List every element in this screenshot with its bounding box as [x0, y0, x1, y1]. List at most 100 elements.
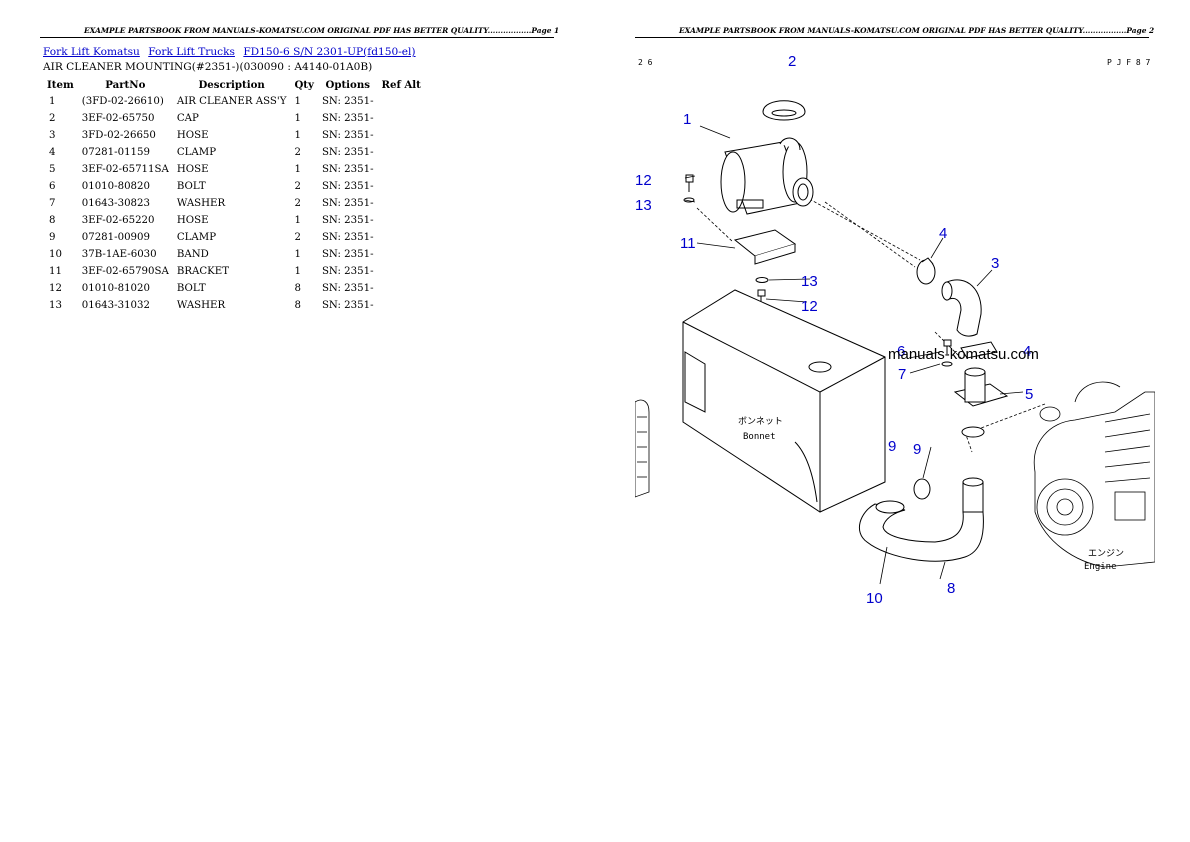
bonnet-part: ボンネット Bonnet — [682, 289, 886, 513]
cell-item: 12 — [49, 283, 62, 294]
cell-refalt — [378, 280, 425, 297]
cell-item: 13 — [49, 300, 62, 311]
cell-options: SN: 2351- — [321, 198, 374, 209]
cell-item: 9 — [49, 232, 56, 243]
cell-qty: 1 — [294, 266, 301, 277]
sheet-code-right: P J F 8 7 — [1107, 58, 1151, 67]
hose-upper-part — [941, 279, 982, 337]
callout-12-mid: 12 — [801, 298, 818, 315]
cell-options: SN: 2351- — [321, 249, 374, 260]
cell-partno: (3FD-02-26610) — [81, 96, 164, 107]
table-row: 2 3EF-02-65750 CAP 1 SN: 2351- — [43, 110, 425, 127]
callout-11: 11 — [680, 235, 696, 252]
col-partno: PartNo — [105, 79, 146, 91]
cell-qty: 2 — [294, 147, 301, 158]
cell-partno: 3FD-02-26650 — [81, 130, 156, 141]
cell-options: SN: 2351- — [321, 147, 374, 158]
clamp-9-upper — [961, 426, 985, 438]
cell-description: BOLT — [176, 283, 206, 294]
hose-mid-part — [953, 341, 1009, 407]
cell-options: SN: 2351- — [321, 300, 374, 311]
cell-item: 7 — [49, 198, 56, 209]
cell-options: SN: 2351- — [321, 96, 374, 107]
cell-options: SN: 2351- — [321, 113, 374, 124]
cell-description: BOLT — [176, 181, 206, 192]
cell-qty: 1 — [294, 130, 301, 141]
callout-7: 7 — [898, 366, 906, 383]
cell-options: SN: 2351- — [321, 266, 374, 277]
col-qty: Qty — [294, 79, 314, 91]
col-refalt: Ref Alt — [381, 79, 421, 91]
cell-qty: 8 — [294, 283, 301, 294]
cell-options: SN: 2351- — [321, 164, 374, 175]
callout-12-top: 12 — [635, 172, 652, 189]
cell-refalt — [378, 297, 425, 314]
breadcrumb-link-model[interactable]: FD150-6 S/N 2301-UP(fd150-el) — [243, 46, 416, 58]
header-rule — [635, 37, 1149, 38]
cell-options: SN: 2351- — [321, 215, 374, 226]
bolt-washer-top — [683, 174, 695, 203]
breadcrumb: Fork Lift Komatsu Fork Lift Trucks FD150… — [43, 46, 421, 58]
col-options: Options — [325, 79, 370, 91]
cell-description: CLAMP — [176, 147, 217, 158]
cell-item: 11 — [49, 266, 62, 277]
cell-refalt — [378, 212, 425, 229]
callout-2: 2 — [788, 53, 796, 70]
section-title: AIR CLEANER MOUNTING(#2351-)(030090 : A4… — [43, 61, 373, 73]
callout-8: 8 — [947, 580, 955, 597]
cell-item: 5 — [49, 164, 56, 175]
engine-part: エンジン Engine — [1033, 381, 1155, 572]
bracket-part — [733, 229, 797, 265]
engine-label-en: Engine — [1084, 562, 1117, 572]
cell-refalt — [378, 195, 425, 212]
clamp-9-lower — [913, 478, 931, 500]
right-page: EXAMPLE PARTSBOOK FROM MANUALS-KOMATSU.C… — [595, 0, 1190, 842]
cell-options: SN: 2351- — [321, 181, 374, 192]
bonnet-label-jp: ボンネット — [738, 416, 783, 427]
watermark-text: manuals-komatsu.com — [888, 346, 1039, 363]
cell-refalt — [378, 263, 425, 280]
callout-5: 5 — [1025, 386, 1033, 403]
cell-qty: 1 — [294, 215, 301, 226]
cell-partno: 3EF-02-65750 — [81, 113, 155, 124]
cell-description: WASHER — [176, 300, 226, 311]
callout-9-right: 9 — [913, 441, 921, 458]
cell-partno: 07281-01159 — [81, 147, 150, 158]
cell-refalt — [378, 110, 425, 127]
clamp-upper-part — [916, 257, 936, 285]
breadcrumb-link-brand[interactable]: Fork Lift Komatsu — [43, 46, 140, 58]
page-header: EXAMPLE PARTSBOOK FROM MANUALS-KOMATSU.C… — [679, 26, 1155, 35]
cell-description: CLAMP — [176, 232, 217, 243]
cell-description: WASHER — [176, 198, 226, 209]
cell-partno: 3EF-02-65711SA — [81, 164, 169, 175]
callout-13-mid: 13 — [801, 273, 818, 290]
callout-numbers: 2 1 12 13 11 4 3 13 12 6 4 7 5 9 9 8 10 — [635, 53, 1033, 607]
cell-qty: 1 — [294, 249, 301, 260]
cap-part — [762, 100, 806, 121]
cell-partno: 01643-30823 — [81, 198, 150, 209]
cell-description: HOSE — [176, 130, 209, 141]
cell-refalt — [378, 161, 425, 178]
cell-qty: 1 — [294, 113, 301, 124]
cell-description: HOSE — [176, 215, 209, 226]
air-cleaner-part — [720, 137, 814, 215]
left-page: EXAMPLE PARTSBOOK FROM MANUALS-KOMATSU.C… — [40, 26, 560, 314]
cell-item: 2 — [49, 113, 56, 124]
cell-refalt — [378, 246, 425, 263]
cell-refalt — [378, 229, 425, 246]
cell-item: 6 — [49, 181, 56, 192]
breadcrumb-link-category[interactable]: Fork Lift Trucks — [148, 46, 235, 58]
cell-description: BRACKET — [176, 266, 230, 277]
page-header: EXAMPLE PARTSBOOK FROM MANUALS-KOMATSU.C… — [84, 26, 560, 35]
cell-partno: 07281-00909 — [81, 232, 150, 243]
col-description: Description — [198, 79, 265, 91]
callout-4-lower: 4 — [1023, 343, 1031, 360]
cell-refalt — [378, 127, 425, 144]
cell-description: CAP — [176, 113, 199, 124]
